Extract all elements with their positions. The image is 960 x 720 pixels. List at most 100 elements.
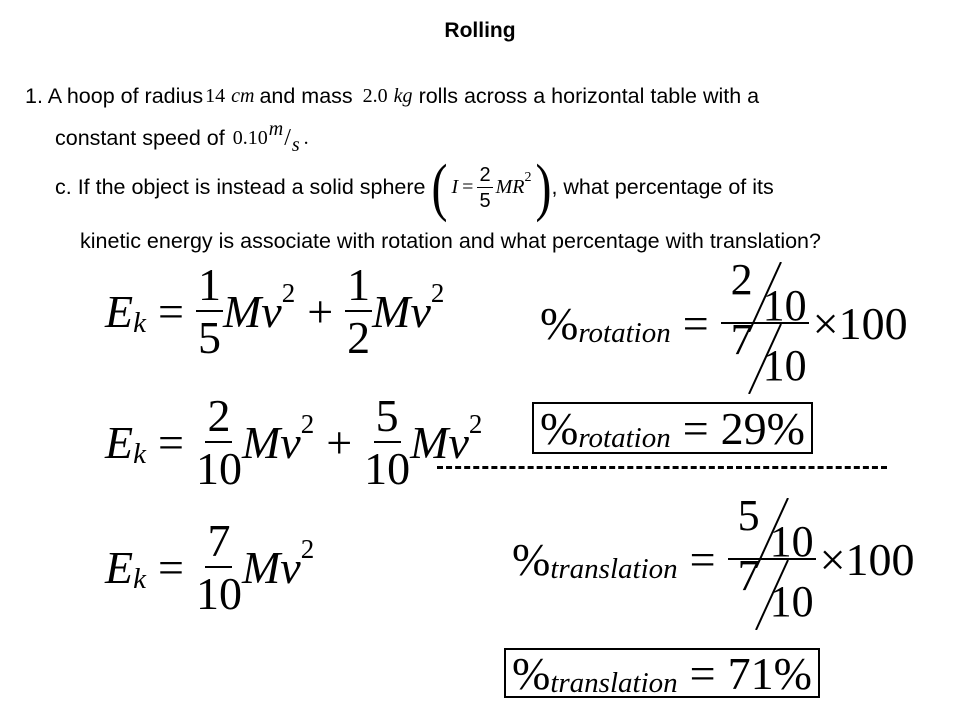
radius-unit: cm [231, 85, 255, 107]
complex-denominator: 7 10 [730, 554, 814, 630]
inertia-num: 2 [477, 163, 493, 188]
slash-line [747, 262, 782, 332]
numerator: 1 [195, 259, 223, 312]
translation-result-box: %translation = 71% [504, 647, 820, 699]
rotation-result: 29% [720, 402, 805, 454]
slash-den: 10 [762, 281, 807, 330]
equals-sign: = [157, 417, 184, 468]
slash-line [754, 560, 789, 630]
denominator: 10 [195, 568, 242, 619]
inertia-rhs: MR [495, 176, 525, 198]
slash-den: 10 [762, 341, 807, 390]
ek-symbol: E [105, 417, 134, 468]
line1-suffix: rolls across a horizontal table with a [418, 84, 760, 108]
ek-symbol: E [105, 286, 134, 337]
equals-sign: = [157, 286, 184, 337]
equals-sign: = [682, 297, 709, 349]
complex-denominator: 7 10 [723, 318, 807, 394]
complex-numerator: 5 10 [727, 494, 816, 568]
exponent: 2 [430, 278, 445, 308]
speed-value: 0.10 [232, 127, 268, 149]
times-100: ×100 [812, 297, 908, 349]
numerator: 2 [205, 390, 233, 443]
denominator: 10 [364, 443, 411, 494]
percent-symbol: % [540, 402, 579, 454]
mv-term: Mv [222, 286, 282, 337]
translation-result: 71% [727, 647, 812, 699]
slash-den: 10 [769, 577, 814, 626]
inertia-lhs: I [451, 176, 459, 198]
inertia-exp: 2 [524, 169, 532, 185]
denominator: 5 [197, 312, 221, 363]
slash-num: 5 [737, 491, 760, 540]
line1-prefix: 1. A hoop of radius [25, 84, 204, 108]
speed-unit-slash: / [284, 125, 291, 151]
speed-unit-num: m [268, 118, 284, 140]
slash-line [754, 498, 789, 568]
plus-sign: + [307, 286, 334, 337]
slash-den: 10 [769, 517, 814, 566]
equals-sign: = [157, 542, 184, 593]
times-100: ×100 [819, 533, 915, 585]
slash-num: 7 [730, 315, 753, 364]
mv-term: Mv [410, 417, 469, 468]
problem-line-2: constant speed of 0.10 m / s . [55, 118, 309, 156]
slash-fraction: 2 10 [723, 258, 807, 332]
rotation-subscript: rotation [578, 316, 671, 349]
line3-suffix: , what percentage of its [551, 175, 774, 199]
inertia-den: 5 [479, 189, 491, 212]
mv-term: Mv [372, 286, 431, 337]
translation-subscript: translation [550, 552, 678, 585]
complex-numerator: 2 10 [720, 258, 809, 332]
exponent: 2 [300, 534, 315, 564]
ek-subscript: k [133, 438, 146, 470]
line1-mid: and mass [259, 84, 353, 108]
inertia-fraction: 2 5 [477, 163, 493, 212]
complex-fraction: 5 10 7 10 [727, 494, 816, 630]
translation-subscript: translation [550, 666, 678, 699]
speed-unit-den: s [291, 134, 300, 156]
slash-num: 7 [737, 551, 760, 600]
complex-fraction: 2 10 7 10 [720, 258, 809, 394]
denominator: 2 [347, 312, 371, 363]
equals-sign: = [689, 647, 716, 699]
left-paren: ( [431, 151, 448, 224]
numerator: 1 [345, 259, 373, 312]
problem-line-3: c. If the object is instead a solid sphe… [55, 152, 774, 224]
numerator: 7 [205, 515, 233, 568]
problem-line-4: kinetic energy is associate with rotatio… [80, 229, 821, 253]
slash-num: 2 [730, 255, 753, 304]
slash-line [747, 324, 782, 394]
denominator: 10 [195, 443, 242, 494]
exponent: 2 [281, 278, 296, 308]
equals-sign: = [682, 402, 709, 454]
right-paren: ) [535, 151, 552, 224]
line3-prefix: c. If the object is instead a solid sphe… [55, 175, 426, 199]
translation-calc: %translation = 5 10 7 10 ×100 [512, 494, 915, 630]
ek-subscript: k [133, 563, 146, 595]
slash-fraction: 7 10 [723, 318, 807, 394]
line2-prefix: constant speed of [55, 126, 225, 150]
rotation-subscript: rotation [578, 421, 671, 454]
inertia-equals: = [462, 176, 474, 198]
mv-term: Mv [241, 542, 301, 593]
rotation-result-box: %rotation = 29% [532, 402, 813, 454]
slash-fraction: 5 10 [730, 494, 814, 568]
percent-symbol: % [540, 297, 579, 349]
exponent: 2 [468, 409, 483, 439]
percent-symbol: % [512, 533, 551, 585]
speed-period: . [303, 127, 309, 149]
mv-term: Mv [241, 417, 301, 468]
exponent: 2 [300, 409, 315, 439]
slash-fraction: 7 10 [730, 554, 814, 630]
percent-symbol: % [512, 647, 551, 699]
equals-sign: = [689, 533, 716, 585]
page-title: Rolling [444, 19, 516, 42]
